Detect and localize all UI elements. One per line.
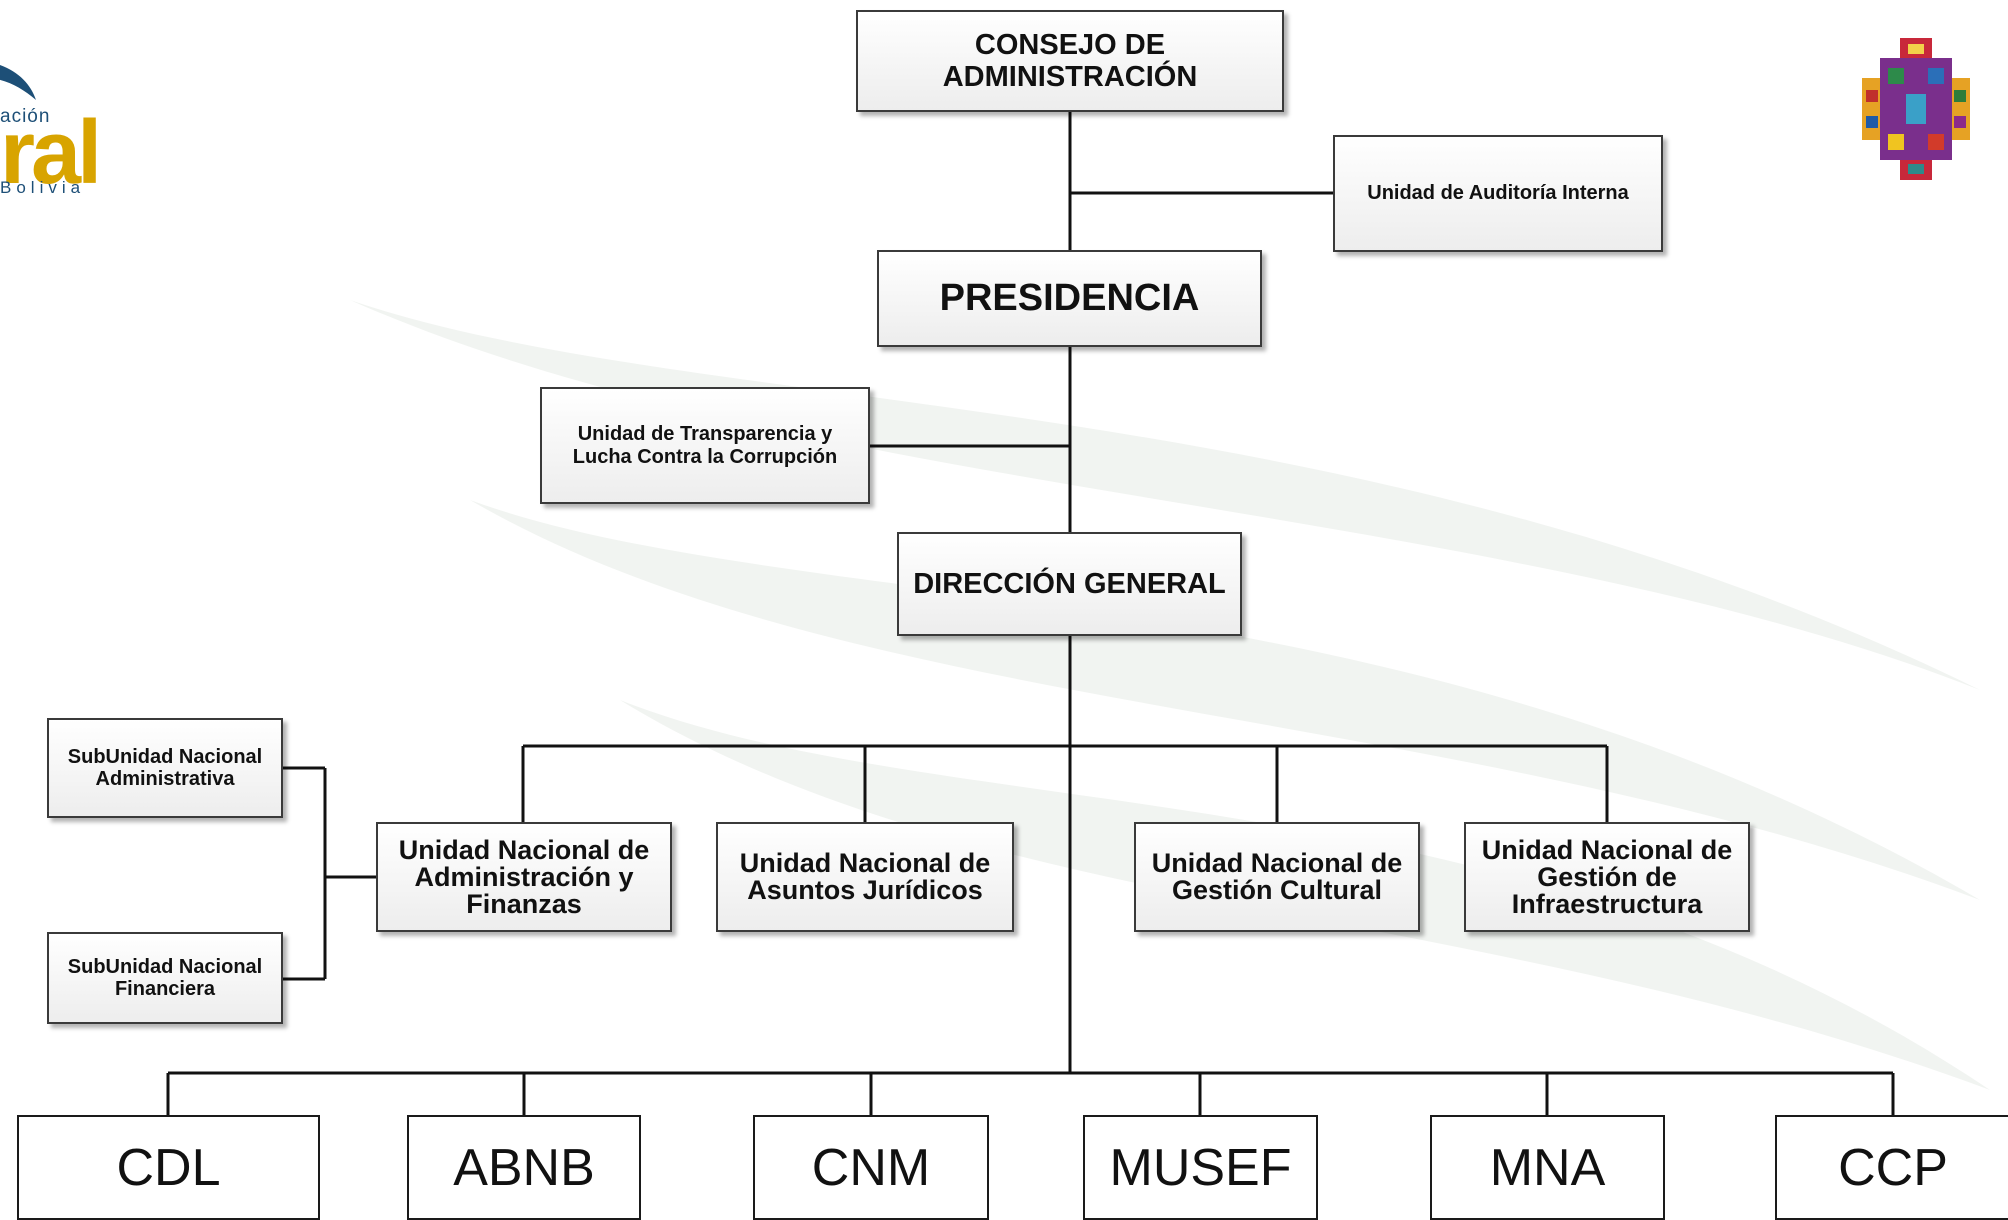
direccion-general-label: DIRECCIÓN GENERAL bbox=[913, 567, 1226, 600]
transparencia-label: Unidad de Transparencia y Lucha Contra l… bbox=[572, 423, 838, 468]
consejo-administracion-box: CONSEJO DE ADMINISTRACIÓN bbox=[856, 10, 1284, 112]
gestion-infraestructura-label: Unidad Nacional de Gestión de Infraestru… bbox=[1481, 834, 1733, 919]
institution-logo: ación ral Bolivia bbox=[0, 50, 102, 210]
entity-label-mna: MNA bbox=[1489, 1138, 1606, 1197]
subunidad-financiera-label: SubUnidad Nacional Financiera bbox=[67, 955, 263, 1000]
subunidad-administrativa-box: SubUnidad Nacional Administrativa bbox=[47, 718, 283, 818]
logo-text-main: ral bbox=[0, 103, 102, 203]
subunidad-financiera-box: SubUnidad Nacional Financiera bbox=[47, 932, 283, 1024]
entity-label-ccp: CCP bbox=[1838, 1138, 1948, 1197]
gestion-infraestructura-box: Unidad Nacional de Gestión de Infraestru… bbox=[1464, 822, 1750, 932]
transparencia-box: Unidad de Transparencia y Lucha Contra l… bbox=[540, 387, 870, 504]
logo-swoosh-icon bbox=[0, 65, 36, 100]
logo-text-top: ación bbox=[0, 106, 51, 127]
entity-label-abnb: ABNB bbox=[453, 1138, 595, 1197]
entity-box-mna: MNA bbox=[1430, 1115, 1665, 1220]
gestion-cultural-label: Unidad Nacional de Gestión Cultural bbox=[1151, 848, 1403, 905]
direccion-general-box: DIRECCIÓN GENERAL bbox=[897, 532, 1242, 636]
entity-label-cnm: CNM bbox=[811, 1138, 931, 1197]
entity-box-cnm: CNM bbox=[753, 1115, 989, 1220]
subunidad-administrativa-label: SubUnidad Nacional Administrativa bbox=[67, 745, 263, 790]
gestion-cultural-box: Unidad Nacional de Gestión Cultural bbox=[1134, 822, 1420, 932]
consejo-administracion-label: CONSEJO DE ADMINISTRACIÓN bbox=[942, 28, 1198, 93]
entity-box-cdl: CDL bbox=[17, 1115, 320, 1220]
administracion-finanzas-label: Unidad Nacional de Administración y Fina… bbox=[398, 834, 650, 919]
entity-box-abnb: ABNB bbox=[407, 1115, 641, 1220]
presidencia-label: PRESIDENCIA bbox=[939, 277, 1200, 320]
entity-label-musef: MUSEF bbox=[1109, 1138, 1292, 1197]
entity-box-ccp: CCP bbox=[1775, 1115, 2008, 1220]
entity-box-musef: MUSEF bbox=[1083, 1115, 1318, 1220]
emblem-mosaic-icon bbox=[1862, 38, 1970, 180]
administracion-finanzas-box: Unidad Nacional de Administración y Fina… bbox=[376, 822, 672, 932]
logo-text-bottom: Bolivia bbox=[0, 178, 86, 197]
entity-label-cdl: CDL bbox=[116, 1138, 221, 1197]
asuntos-juridicos-label: Unidad Nacional de Asuntos Jurídicos bbox=[739, 848, 991, 905]
presidencia-box: PRESIDENCIA bbox=[877, 250, 1262, 347]
auditoria-interna-label: Unidad de Auditoría Interna bbox=[1367, 182, 1629, 205]
asuntos-juridicos-box: Unidad Nacional de Asuntos Jurídicos bbox=[716, 822, 1014, 932]
auditoria-interna-box: Unidad de Auditoría Interna bbox=[1333, 135, 1663, 252]
